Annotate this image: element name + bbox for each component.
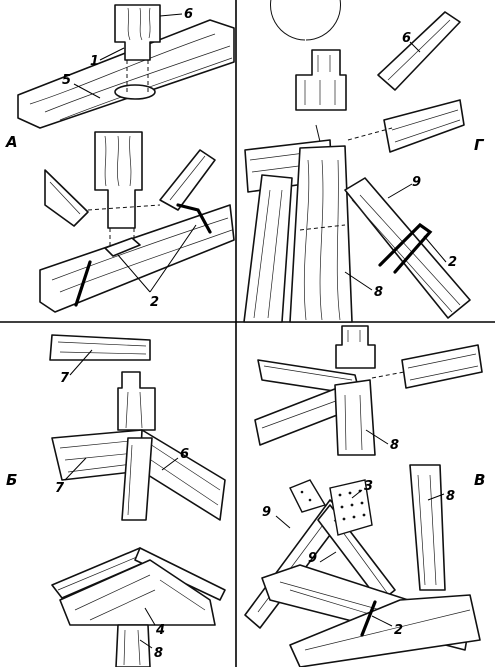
callout-v-9-left: 9: [262, 505, 271, 520]
panel-label-b: Б: [6, 471, 17, 489]
callout-v-8-top: 8: [390, 438, 399, 453]
callout-a-5: 5: [62, 73, 71, 88]
callout-b-4: 4: [155, 623, 165, 638]
panel-label-v: В: [474, 471, 485, 489]
callout-b-8: 8: [154, 646, 163, 661]
panel-a-drawing: [17, 4, 235, 313]
callout-g-6: 6: [402, 31, 411, 46]
callout-g-8: 8: [374, 285, 383, 300]
callout-v-2: 2: [394, 623, 403, 638]
panel-label-g: Г: [474, 136, 485, 154]
callout-v-9-inner: 9: [308, 551, 317, 566]
callout-b-7-top: 7: [60, 371, 70, 386]
callout-a-2: 2: [150, 295, 159, 310]
callout-b-7-mid: 7: [55, 481, 65, 496]
callout-g-9: 9: [412, 175, 421, 190]
panel-b-drawing: [49, 334, 226, 667]
callout-v-3: 3: [364, 479, 373, 494]
callout-g-2: 2: [448, 255, 457, 270]
callout-v-8-right: 8: [446, 489, 455, 504]
panel-v-drawing: [244, 325, 483, 667]
callout-a-1: 1: [90, 54, 99, 69]
callout-a-6: 6: [184, 7, 193, 22]
panel-label-a: А: [5, 133, 18, 151]
panel-g-drawing: [243, 0, 471, 323]
callout-b-6: 6: [180, 447, 189, 462]
